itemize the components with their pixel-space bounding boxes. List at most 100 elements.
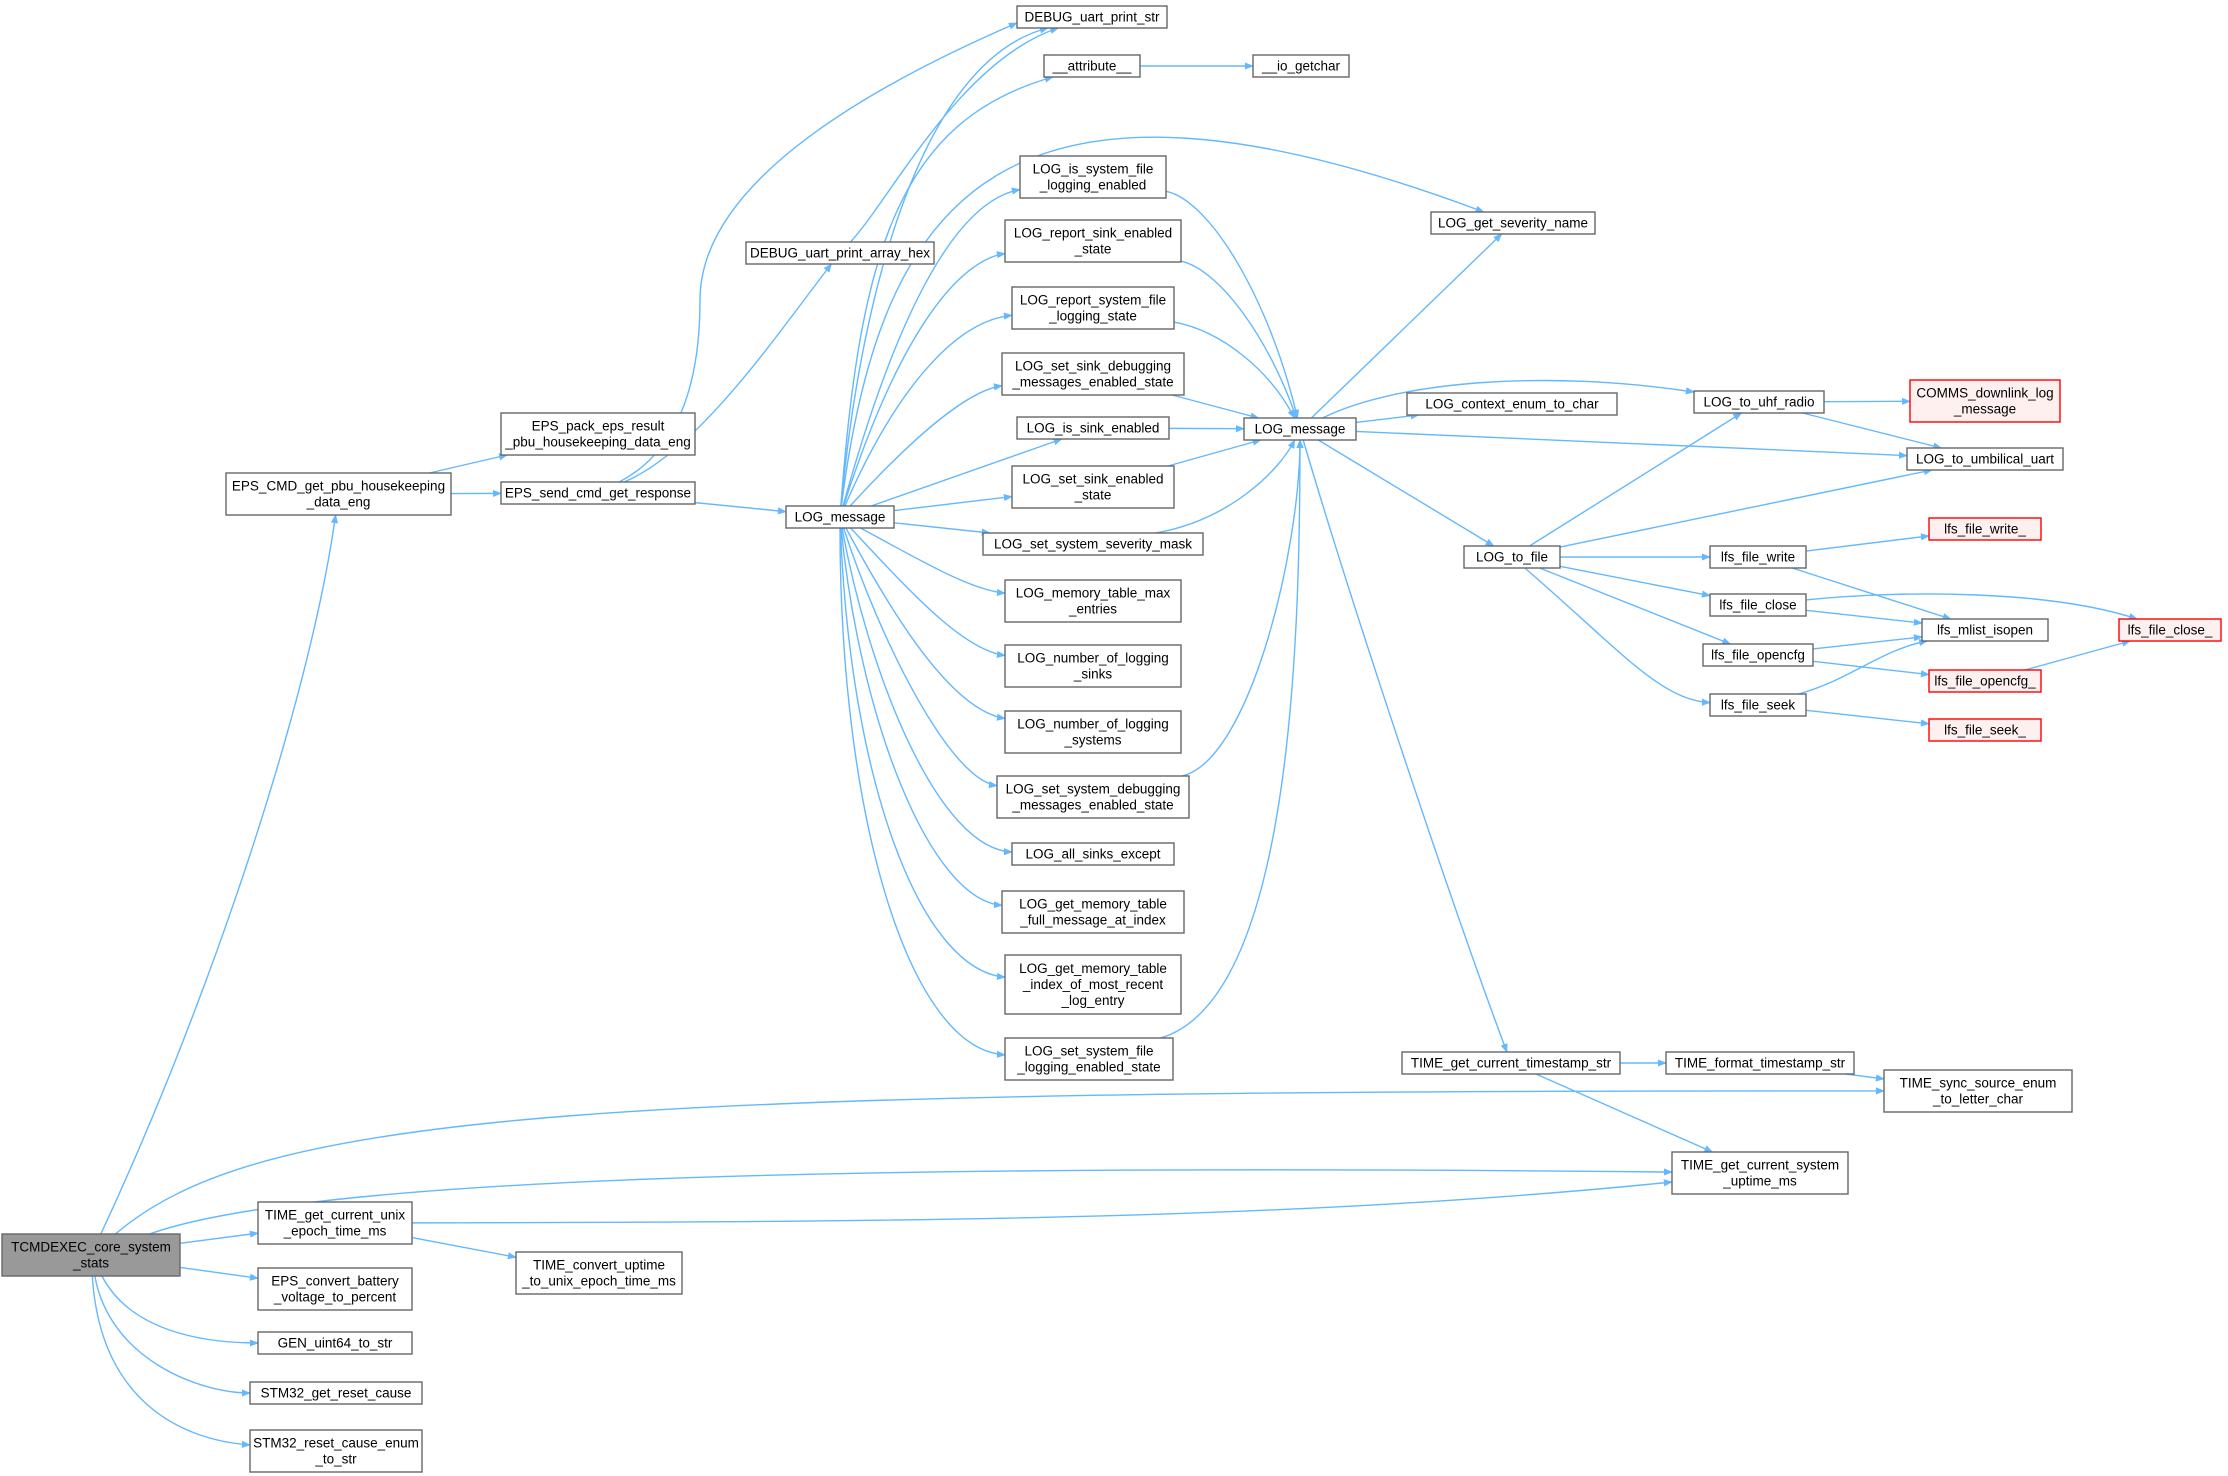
node-attribute[interactable]: __attribute__ (1043, 54, 1141, 78)
node-time-format-timestamp-str[interactable]: TIME_format_timestamp_str (1665, 1051, 1855, 1075)
node-time-get-current-system-uptime-ms[interactable]: TIME_get_current_system_uptime_ms (1671, 1151, 1849, 1195)
edge-arrow (1802, 412, 1943, 450)
node-lfs-file-opencfg[interactable]: lfs_file_opencfg (1702, 643, 1814, 667)
node-log-report-system-file-logging-state[interactable]: LOG_report_system_file_logging_state (1011, 286, 1175, 330)
edge-log-to-file-to-log-to-umbilical-uart (1559, 468, 1933, 548)
edge-arrow (844, 312, 1013, 507)
edge-log-message-to-log-get-memory-table-index-of-most-recent-log-entry (839, 527, 1006, 981)
node-gen-uint64-to-str[interactable]: GEN_uint64_to_str (257, 1331, 413, 1355)
edge-arrow (1805, 709, 1930, 727)
node-log-set-system-file-logging-enabled-state[interactable]: LOG_set_system_file_logging_enabled_stat… (1004, 1037, 1174, 1081)
node-label-line: _data_eng (306, 495, 371, 510)
node-log-is-system-file-logging-enabled[interactable]: LOG_is_system_file_logging_enabled (1019, 155, 1167, 199)
node-log-set-system-debugging-messages-enabled-state[interactable]: LOG_set_system_debugging_messages_enable… (996, 775, 1190, 819)
node-lfs-file-seek[interactable]: lfs_file_seek (1709, 693, 1807, 717)
node-time-convert-uptime-to-unix-epoch-time-ms[interactable]: TIME_convert_uptime_to_unix_epoch_time_m… (515, 1251, 683, 1295)
node-eps-convert-battery-voltage-to-percent[interactable]: EPS_convert_battery_voltage_to_percent (257, 1267, 413, 1311)
node-box (1016, 5, 1168, 29)
node-label-line: EPS_convert_battery (271, 1274, 399, 1289)
edge-lfs-file-close-to-lfs-mlist-isopen (1805, 609, 1923, 626)
edge-arrow (840, 136, 1485, 507)
node-label-line: LOG_get_memory_table (1019, 961, 1167, 976)
node-box (1004, 579, 1182, 623)
node-log-to-file[interactable]: LOG_to_file (1463, 545, 1561, 569)
edge-eps-cmd-get-pbu-housekeeping-data-eng-to-eps-pack-eps-result-pbu-housekeeping-data-eng (429, 453, 509, 474)
node-lfs-file-close[interactable]: lfs_file_close_ (2118, 618, 2222, 642)
node-box (1043, 54, 1141, 78)
node-box (1001, 352, 1185, 396)
edge-arrow (1310, 233, 1503, 419)
node-label-line: DEBUG_uart_print_str (1024, 10, 1160, 25)
node-label-line: LOG_number_of_logging (1017, 717, 1169, 732)
edge-arrow (1181, 439, 1304, 777)
node-lfs-file-opencfg[interactable]: lfs_file_opencfg_ (1928, 669, 2042, 693)
node-eps-pack-eps-result-pbu-housekeeping-data-eng[interactable]: EPS_pack_eps_result_pbu_housekeeping_dat… (500, 412, 696, 456)
edge-arrow (179, 1230, 259, 1245)
node-log-to-umbilical-uart[interactable]: LOG_to_umbilical_uart (1906, 447, 2064, 471)
edge-log-to-file-to-lfs-file-close (1559, 565, 1711, 598)
node-log-get-severity-name[interactable]: LOG_get_severity_name (1430, 211, 1596, 235)
node-time-get-current-unix-epoch-time-ms[interactable]: TIME_get_current_unix_epoch_time_ms (257, 1201, 413, 1245)
edge-log-message-to-log-report-system-file-logging-state (844, 312, 1013, 507)
node-log-set-system-severity-mask[interactable]: LOG_set_system_severity_mask (982, 532, 1204, 556)
edge-log-report-sink-enabled-state-to-log-message (1180, 260, 1298, 419)
edge-arrow (91, 1275, 251, 1448)
edge-log-set-sink-enabled-state-to-log-message (1167, 438, 1262, 467)
node-log-get-memory-table-full-message-at-index[interactable]: LOG_get_memory_table_full_message_at_ind… (1001, 890, 1185, 934)
node-debug-uart-print-str[interactable]: DEBUG_uart_print_str (1016, 5, 1168, 29)
node-box (1665, 1051, 1855, 1075)
edge-arrow (1805, 593, 2138, 620)
node-debug-uart-print-array-hex[interactable]: DEBUG_uart_print_array_hex (745, 241, 935, 265)
node-log-number-of-logging-systems[interactable]: LOG_number_of_logging_systems (1004, 710, 1182, 754)
node-log-message[interactable]: LOG_message (1243, 417, 1357, 441)
edge-arrow (1535, 1073, 1714, 1153)
node-time-sync-source-enum-to-letter-char[interactable]: TIME_sync_source_enum_to_letter_char (1883, 1069, 2073, 1113)
node-log-set-sink-debugging-messages-enabled-state[interactable]: LOG_set_sink_debugging_messages_enabled_… (1001, 352, 1185, 396)
node-lfs-file-seek[interactable]: lfs_file_seek_ (1928, 718, 2042, 742)
edge-arrow (840, 75, 1054, 507)
node-label-line: _epoch_time_ms (283, 1224, 387, 1239)
node-box (1252, 54, 1350, 78)
node-lfs-file-write[interactable]: lfs_file_write_ (1928, 517, 2042, 541)
edge-lfs-file-opencfg-to-lfs-mlist-isopen (1812, 634, 1923, 650)
node-box (1004, 219, 1182, 263)
node-label-line: lfs_file_write (1721, 550, 1795, 565)
node-comms-downlink-log-message[interactable]: COMMS_downlink_log_message (1909, 379, 2061, 423)
node-lfs-file-close[interactable]: lfs_file_close (1709, 593, 1807, 617)
node-log-get-memory-table-index-of-most-recent-log-entry[interactable]: LOG_get_memory_table_index_of_most_recen… (1004, 954, 1182, 1015)
edge-log-message-to-log-to-uhf-radio (1322, 379, 1695, 419)
node-box (1463, 545, 1561, 569)
node-box (249, 1381, 423, 1405)
node-eps-cmd-get-pbu-housekeeping-data-eng[interactable]: EPS_CMD_get_pbu_housekeeping_data_eng (225, 472, 452, 516)
node-log-report-sink-enabled-state[interactable]: LOG_report_sink_enabled_state (1004, 219, 1182, 263)
node-time-get-current-timestamp-str[interactable]: TIME_get_current_timestamp_str (1401, 1051, 1621, 1075)
edge-log-message-to-time-get-current-timestamp-str (1302, 439, 1508, 1053)
edge-log-to-file-to-lfs-file-opencfg (1539, 567, 1732, 645)
edge-arrow (842, 251, 1006, 507)
node-log-set-sink-enabled-state[interactable]: LOG_set_sink_enabled_state (1011, 465, 1175, 509)
node-lfs-file-write[interactable]: lfs_file_write (1709, 545, 1807, 569)
node-log-memory-table-max-entries[interactable]: LOG_memory_table_max_entries (1004, 579, 1182, 623)
edge-arrow (1524, 567, 1711, 706)
node-box (996, 775, 1190, 819)
node-log-number-of-logging-sinks[interactable]: LOG_number_of_logging_sinks (1004, 644, 1182, 688)
node-log-all-sinks-except[interactable]: LOG_all_sinks_except (1011, 842, 1175, 866)
node-lfs-mlist-isopen[interactable]: lfs_mlist_isopen (1921, 618, 2049, 642)
node-log-to-uhf-radio[interactable]: LOG_to_uhf_radio (1693, 390, 1825, 414)
node-box (1016, 416, 1170, 440)
node-io-getchar[interactable]: __io_getchar (1252, 54, 1350, 78)
node-label-line: _stats (72, 1256, 109, 1271)
node-tcmdexec-core-system-stats[interactable]: TCMDEXEC_core_system_stats (1, 1233, 181, 1277)
node-eps-send-cmd-get-response[interactable]: EPS_send_cmd_get_response (500, 481, 696, 505)
node-stm32-reset-cause-enum-to-str[interactable]: STM32_reset_cause_enum_to_str (249, 1429, 423, 1473)
edge-log-message-to-debug-uart-print-str (840, 26, 1049, 507)
edge-arrow (1845, 1073, 1885, 1082)
node-stm32-get-reset-cause[interactable]: STM32_get_reset_cause (249, 1381, 423, 1405)
node-log-context-enum-to-char[interactable]: LOG_context_enum_to_char (1406, 392, 1618, 416)
node-log-is-sink-enabled[interactable]: LOG_is_sink_enabled (1016, 416, 1170, 440)
edge-arrow (2024, 639, 2131, 671)
node-log-message[interactable]: LOG_message (785, 505, 895, 529)
edge-log-message-to-log-to-file (1317, 439, 1495, 547)
node-label-line: _pbu_housekeeping_data_eng (504, 435, 690, 450)
